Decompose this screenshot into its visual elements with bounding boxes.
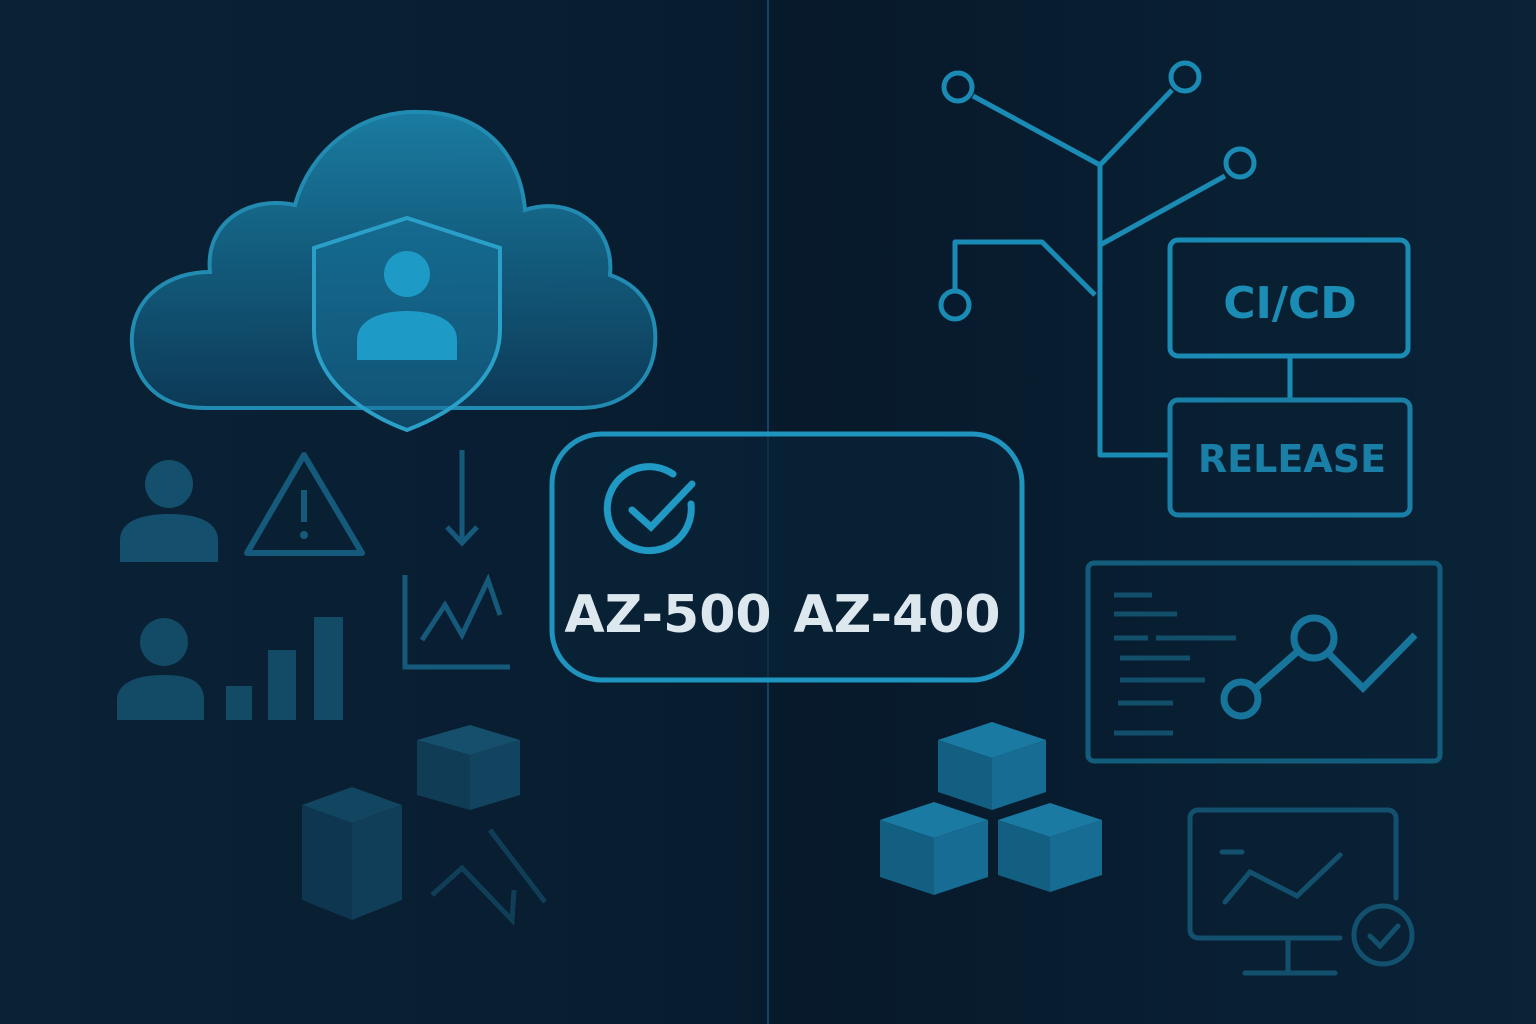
stage-label-release: RELEASE bbox=[1198, 437, 1386, 481]
badge-code-az500: AZ-500 bbox=[564, 585, 771, 645]
monitor-check-icon bbox=[1187, 807, 1415, 976]
bar-chart-icon bbox=[226, 617, 343, 720]
pipeline-stage-release: RELEASE bbox=[1167, 397, 1413, 518]
user-icon bbox=[120, 460, 218, 562]
line-chart-icon bbox=[402, 573, 510, 670]
dashboard-icon bbox=[1085, 560, 1443, 764]
certification-badge: AZ-500 AZ-400 bbox=[549, 431, 1025, 683]
pipeline-stage-cicd: CI/CD bbox=[1167, 237, 1411, 359]
arrow-down-icon bbox=[445, 450, 479, 547]
warning-icon bbox=[244, 452, 365, 556]
branch-tree-icon bbox=[938, 60, 1293, 458]
user-icon bbox=[117, 618, 204, 720]
lightning-line-icon bbox=[430, 828, 547, 926]
stage-label-cicd: CI/CD bbox=[1223, 278, 1357, 329]
badge-code-az400: AZ-400 bbox=[793, 585, 1000, 645]
shield-user-icon bbox=[312, 215, 502, 433]
check-circle-icon bbox=[603, 463, 696, 555]
cubes-icon bbox=[302, 725, 520, 920]
cubes-icon bbox=[880, 722, 1102, 895]
